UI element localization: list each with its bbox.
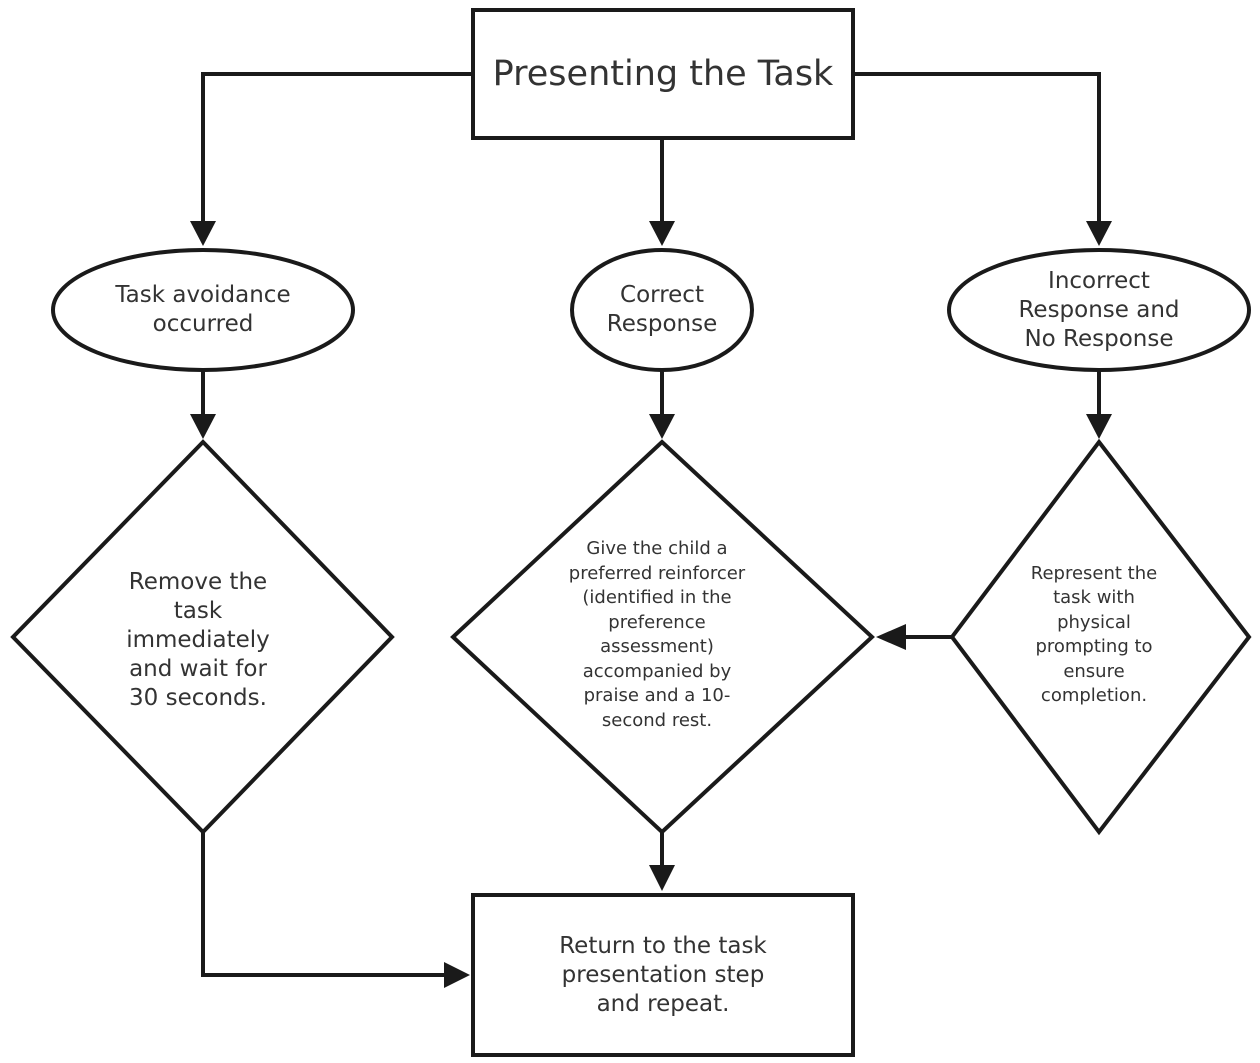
return-box <box>471 893 855 1057</box>
arrowhead-represent <box>1086 414 1112 439</box>
connector-remove-to-return <box>201 832 445 977</box>
remove-label: Remove the task immediately and wait for… <box>126 568 270 711</box>
start-label: Presenting the Task <box>492 54 834 94</box>
represent-label: Represent the task with physical prompti… <box>1030 562 1158 707</box>
arrowhead-correct <box>649 221 675 246</box>
correct-label: Correct Response <box>606 282 718 337</box>
connector-start-to-avoidance <box>201 72 473 222</box>
represent-diamond <box>949 438 1252 836</box>
reinforce-label: Give the child a preferred reinforcer (i… <box>568 538 746 731</box>
arrowhead-reinforce <box>649 414 675 439</box>
incorrect-label: Incorrect Response and No Response <box>1018 267 1180 352</box>
connector-start-to-incorrect <box>853 72 1101 222</box>
avoidance-label: Task avoidance occurred <box>115 282 291 337</box>
arrowhead-avoidance <box>190 221 216 246</box>
arrowhead-incorrect <box>1086 221 1112 246</box>
arrowhead-return-center <box>649 865 675 891</box>
arrowhead-remove <box>190 414 216 439</box>
arrowhead-return-left <box>444 962 470 988</box>
return-label: Return to the task presentation step and… <box>559 932 767 1017</box>
arrowhead-reinforce-right <box>876 624 906 650</box>
